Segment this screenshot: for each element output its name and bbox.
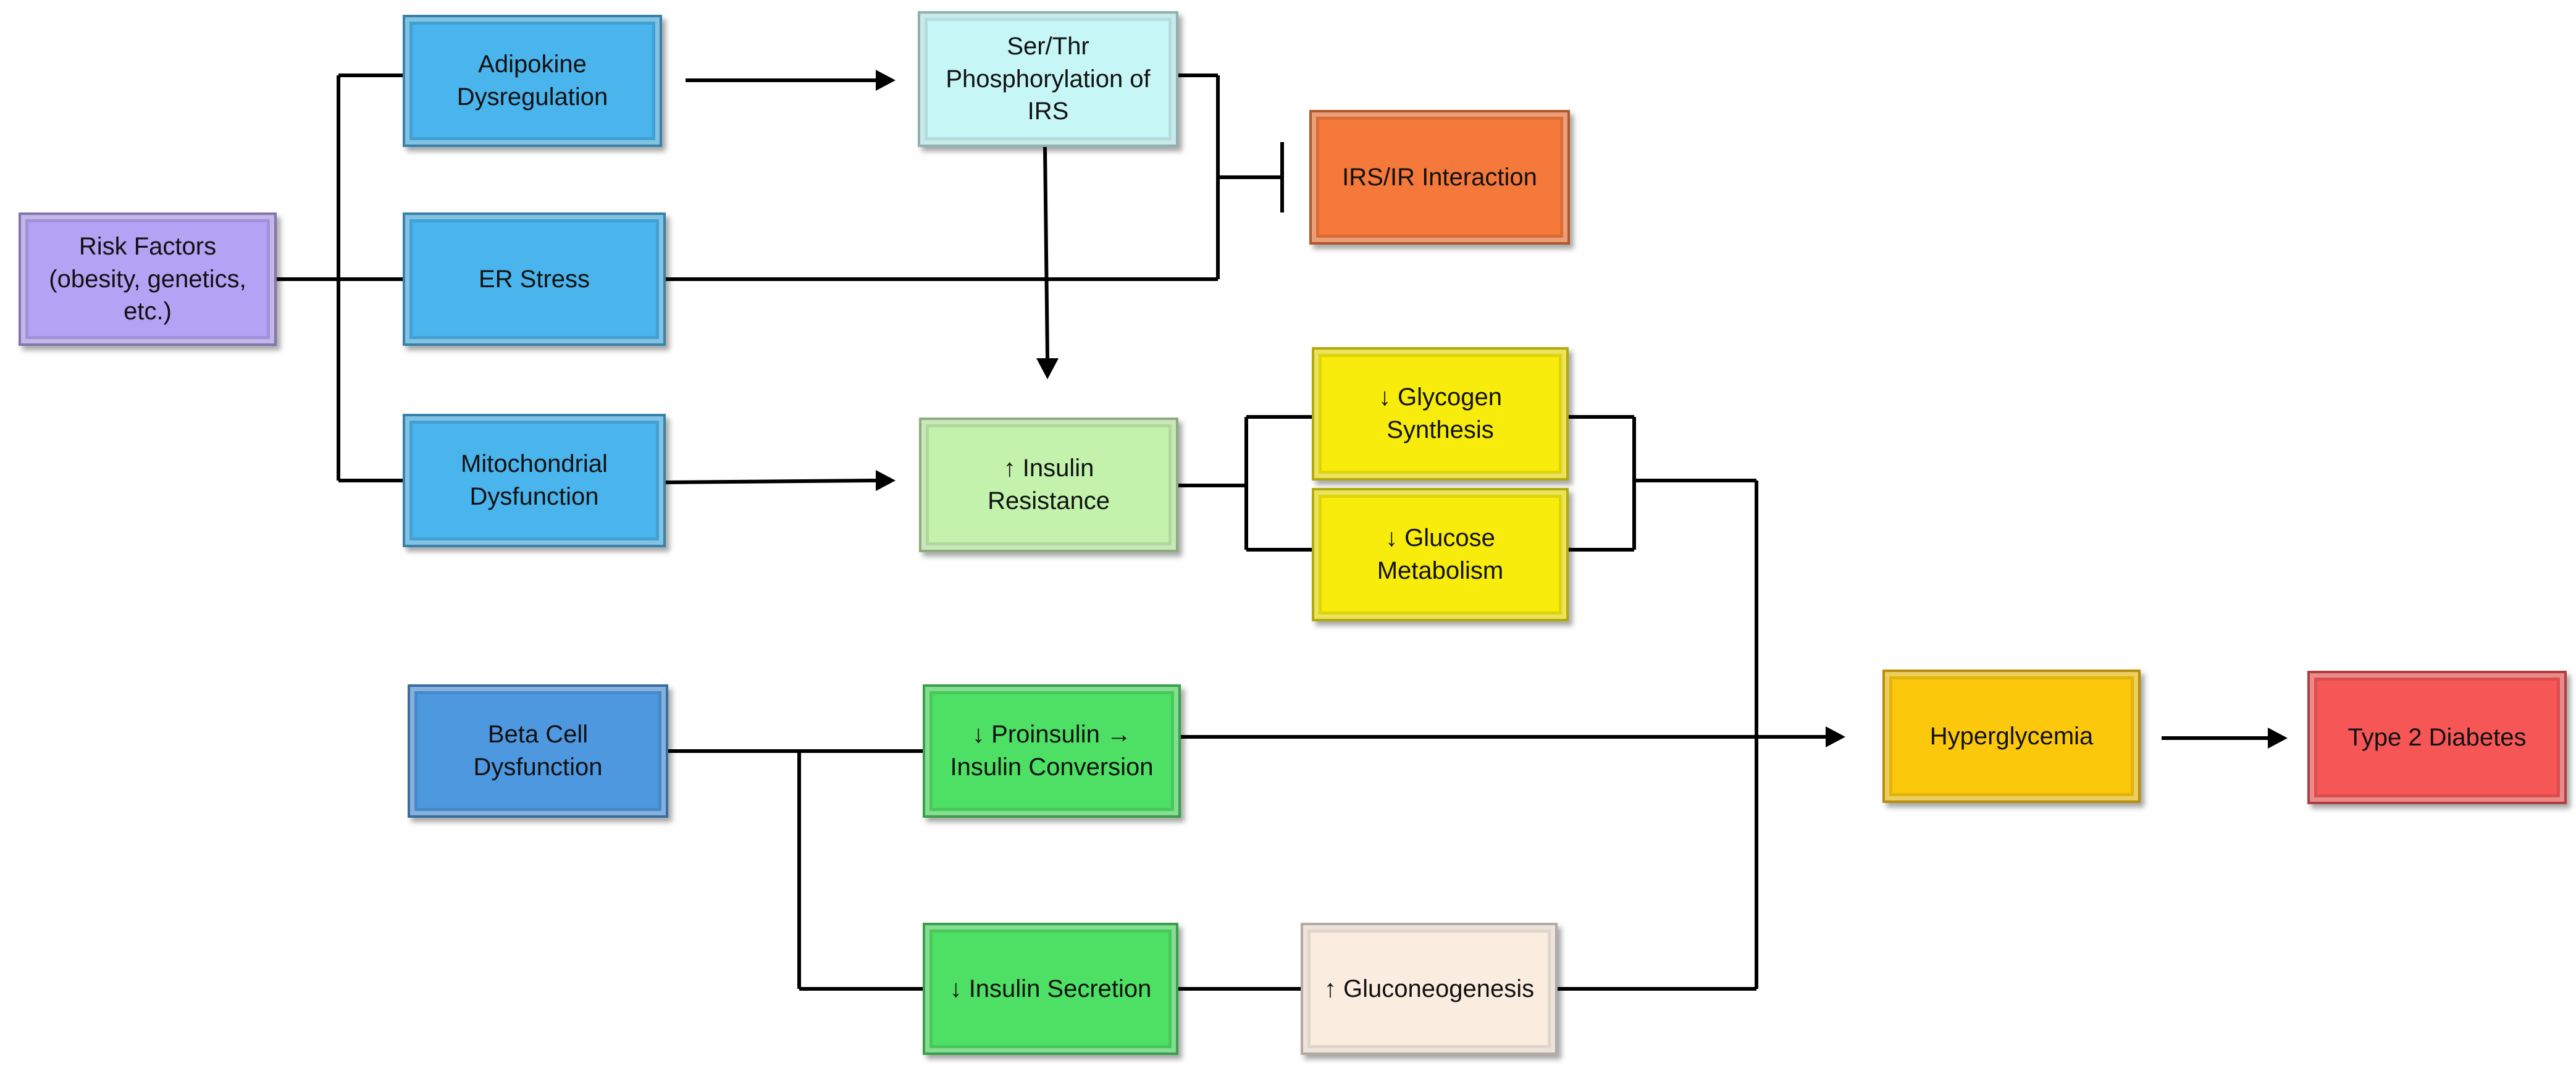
er-stress-box: ER Stress: [403, 212, 666, 346]
arrowhead-insulin-resistance-top: [1036, 358, 1059, 379]
beta-cell-dysfunction-label: Beta Cell Dysfunction: [473, 721, 603, 781]
risk-factors-box: Risk Factors (obesity, genetics, etc.): [19, 212, 277, 346]
irs-ir-interaction-label: IRS/IR Interaction: [1342, 163, 1537, 191]
mitochondrial-dysfunction-box: Mitochondrial Dysfunction: [403, 414, 666, 547]
insulin-secretion-box: ↓ Insulin Secretion: [923, 923, 1178, 1055]
arrowhead-hyperglycemia: [1826, 726, 1845, 747]
hyperglycemia-label: Hyperglycemia: [1929, 722, 2094, 750]
glycogen-synthesis-label: ↓ Glycogen Synthesis: [1378, 384, 1503, 443]
proinsulin-conversion-box: ↓ Proinsulin → Insulin Conversion: [923, 684, 1181, 818]
arrowhead-t2d: [2268, 728, 2288, 749]
irs-ir-interaction-box: IRS/IR Interaction: [1309, 110, 1570, 245]
mitochondrial-dysfunction-label: Mitochondrial Dysfunction: [461, 450, 608, 510]
glucose-metabolism-box: ↓ Glucose Metabolism: [1312, 488, 1569, 621]
gluconeogenesis-box: ↑ Gluconeogenesis: [1301, 923, 1558, 1055]
beta-cell-dysfunction-box: Beta Cell Dysfunction: [408, 684, 668, 818]
insulin-resistance-label: ↑ Insulin Resistance: [988, 455, 1110, 514]
arrowhead-serthr: [876, 70, 896, 91]
proinsulin-conversion-label: ↓ Proinsulin → Insulin Conversion: [950, 721, 1154, 781]
adipokine-dysregulation-box: Adipokine Dysregulation: [403, 15, 662, 147]
ser-thr-phosphorylation-label: Ser/Thr Phosphorylation of IRS: [946, 32, 1151, 125]
insulin-resistance-box: ↑ Insulin Resistance: [919, 418, 1178, 552]
ser-thr-phosphorylation-box: Ser/Thr Phosphorylation of IRS: [918, 11, 1178, 147]
arrowhead-insulin-resistance-left: [876, 470, 896, 491]
risk-factors-label: Risk Factors (obesity, genetics, etc.): [49, 232, 246, 326]
glycogen-synthesis-box: ↓ Glycogen Synthesis: [1312, 347, 1569, 481]
type-2-diabetes-label: Type 2 Diabetes: [2347, 723, 2527, 751]
hyperglycemia-box: Hyperglycemia: [1882, 670, 2141, 803]
adipokine-dysregulation-label: Adipokine Dysregulation: [456, 51, 608, 111]
glucose-metabolism-label: ↓ Glucose Metabolism: [1377, 524, 1504, 584]
type-2-diabetes-box: Type 2 Diabetes: [2307, 671, 2567, 804]
gluconeogenesis-label: ↑ Gluconeogenesis: [1324, 975, 1535, 1002]
arrow-serthr-to-insulin-resistance: [1043, 146, 1049, 359]
insulin-secretion-label: ↓ Insulin Secretion: [949, 975, 1152, 1002]
er-stress-label: ER Stress: [478, 265, 590, 293]
arrow-mitochondrial-to-insulin-resistance: [665, 479, 876, 484]
